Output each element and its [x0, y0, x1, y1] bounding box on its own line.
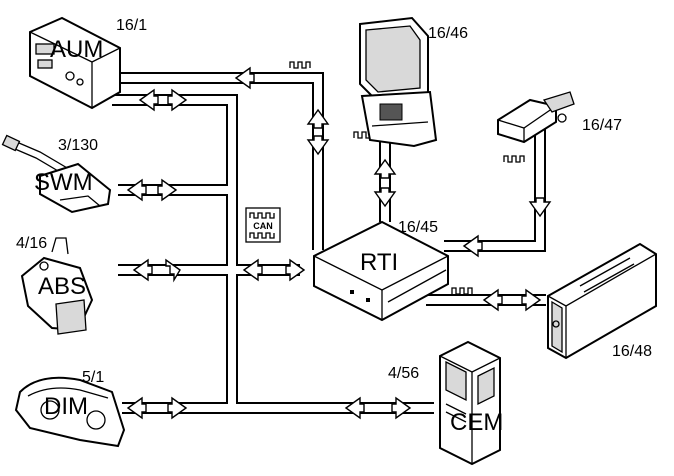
swm-label: SWM: [34, 169, 93, 196]
swm-ref: 3/130: [58, 137, 98, 154]
aum-rti-signal-line: [118, 72, 324, 250]
arrow-left: [344, 396, 365, 420]
aum-module: AUM 16/1: [29, 16, 147, 110]
arrow-right: [165, 258, 181, 283]
gps-module: 16/47: [497, 91, 622, 144]
can-label: CAN: [253, 221, 273, 231]
abs-label: ABS: [38, 273, 86, 300]
arrow-right: [167, 396, 188, 420]
signal-pulse-icon: [451, 287, 473, 295]
gps-ref: 16/47: [582, 117, 622, 134]
arrow-left: [482, 288, 503, 312]
display-ref: 16/46: [428, 25, 468, 42]
display-module: 16/46: [359, 16, 468, 148]
arrow-up: [373, 158, 397, 179]
rti-label: RTI: [360, 249, 398, 276]
arrow-left: [234, 66, 255, 90]
arrow-up: [306, 108, 330, 129]
aum-label: AUM: [50, 36, 103, 63]
signal-pulse-icon: [503, 155, 525, 163]
swm-module: SWM 3/130: [1, 134, 112, 214]
rti-ref: 16/45: [398, 219, 438, 236]
arrow-left: [462, 234, 483, 258]
abs-ref: 4/16: [16, 235, 47, 252]
bus-arrows: [126, 66, 552, 420]
gps-rti-line: [444, 128, 546, 252]
cem-module: CEM 4/56: [388, 340, 503, 466]
arrow-down: [306, 135, 330, 156]
arrow-down: [528, 197, 552, 218]
cem-label: CEM: [450, 409, 503, 436]
aum-ref: 16/1: [116, 17, 147, 34]
changer-module: 16/48: [547, 242, 657, 360]
arrow-left: [132, 258, 153, 282]
arrow-right: [285, 258, 306, 282]
signal-pulse-icon: [289, 61, 311, 69]
arrow-right: [167, 88, 188, 112]
abs-module: ABS 4/16: [16, 235, 94, 335]
cem-ref: 4/56: [388, 365, 419, 382]
arrow-right: [157, 178, 178, 202]
dim-ref: 5/1: [82, 369, 104, 386]
rti-module: RTI 16/45: [313, 219, 449, 322]
dim-module: DIM 5/1: [14, 369, 126, 448]
arrow-right: [391, 396, 412, 420]
arrow-left: [126, 178, 147, 202]
arrow-left: [138, 88, 159, 112]
can-symbol: CAN: [245, 207, 281, 243]
arrow-left: [242, 258, 263, 282]
arrow-right: [521, 288, 542, 312]
pulse-symbols: [289, 61, 525, 295]
arrow-left: [126, 396, 147, 420]
arrow-down: [373, 187, 397, 208]
dim-label: DIM: [44, 393, 88, 420]
changer-ref: 16/48: [612, 343, 652, 360]
